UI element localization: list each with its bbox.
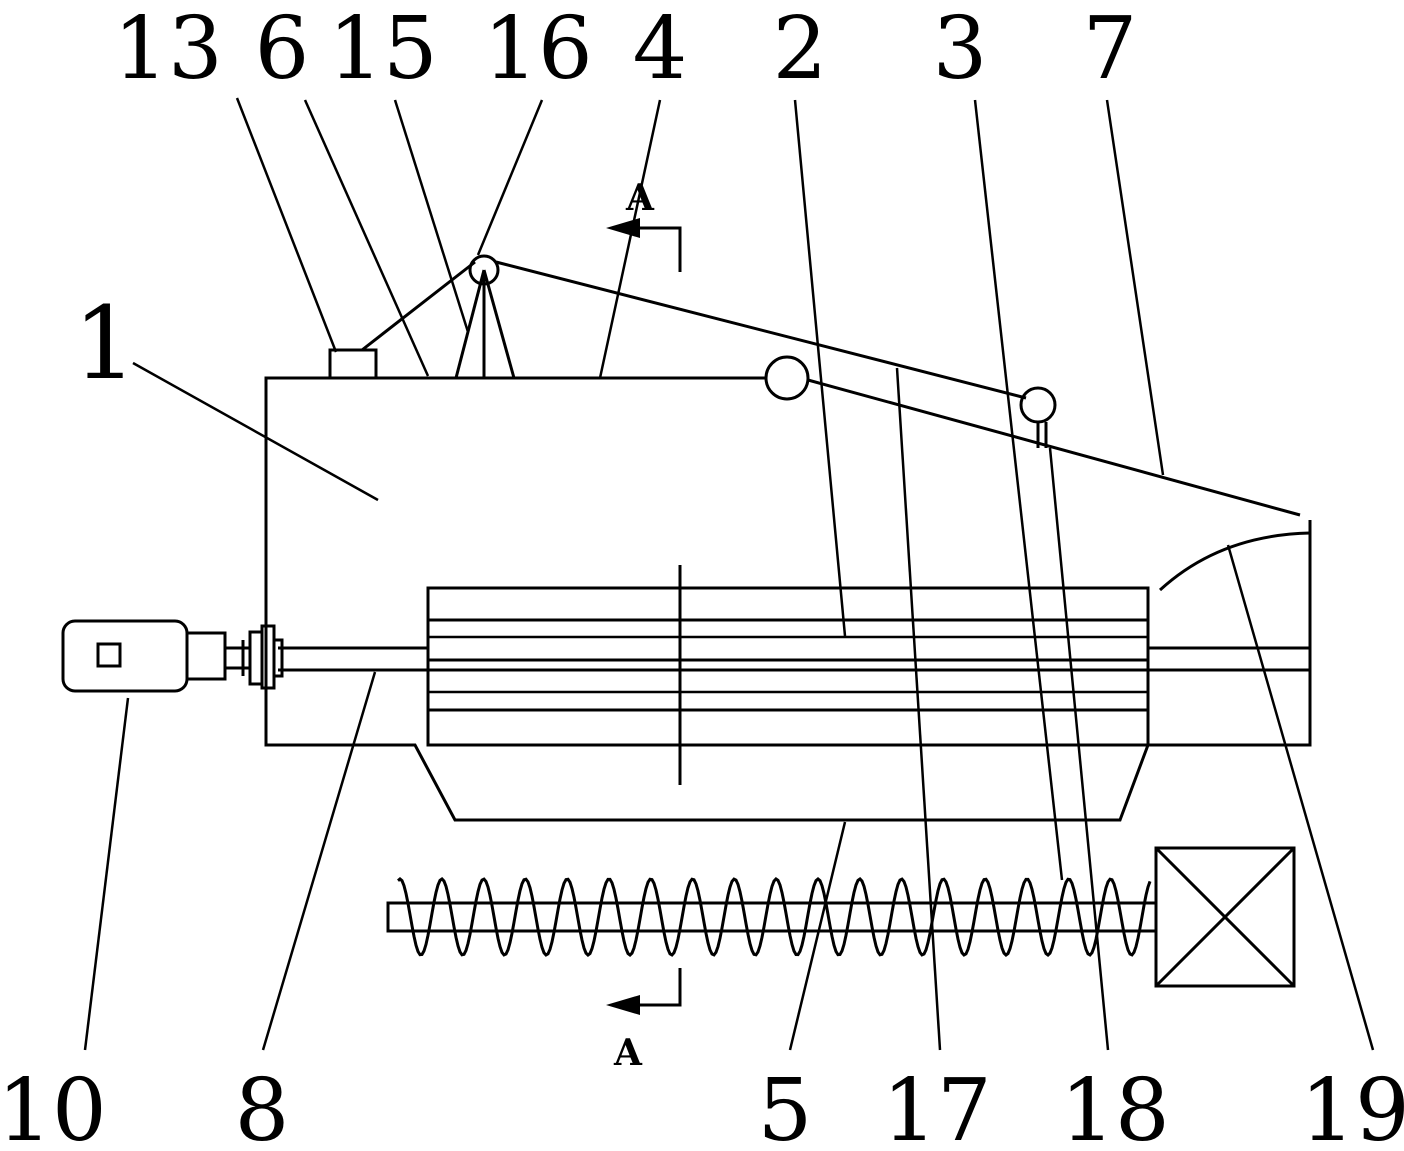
label-4: 4 bbox=[633, 0, 688, 99]
pulley-system bbox=[361, 254, 1301, 517]
label-3: 3 bbox=[933, 0, 988, 99]
label-18: 18 bbox=[1060, 1061, 1169, 1151]
label-2: 2 bbox=[773, 0, 828, 99]
label-16: 16 bbox=[483, 0, 592, 99]
label-13: 13 bbox=[113, 0, 222, 99]
middle-pulley bbox=[764, 355, 810, 401]
main-housing bbox=[264, 348, 1312, 822]
label-5: 5 bbox=[758, 1061, 813, 1151]
label-19: 19 bbox=[1300, 1061, 1404, 1151]
curved-cover bbox=[1158, 531, 1311, 592]
leader-lines bbox=[83, 97, 1375, 1051]
label-8: 8 bbox=[235, 1061, 290, 1151]
drum bbox=[426, 565, 1150, 785]
label-15: 15 bbox=[328, 0, 437, 99]
section-label-bottom: A bbox=[613, 1032, 643, 1074]
section-marker-top: A bbox=[606, 177, 682, 272]
right-pulley bbox=[1019, 386, 1057, 424]
screw-conveyor bbox=[386, 846, 1296, 988]
label-6: 6 bbox=[255, 0, 310, 99]
label-1: 1 bbox=[73, 285, 137, 402]
section-marker-bottom: A bbox=[606, 968, 682, 1074]
motor bbox=[61, 619, 284, 693]
shaft bbox=[278, 646, 1310, 672]
label-10: 10 bbox=[0, 1061, 107, 1151]
label-7: 7 bbox=[1083, 0, 1138, 99]
label-17: 17 bbox=[882, 1061, 991, 1151]
